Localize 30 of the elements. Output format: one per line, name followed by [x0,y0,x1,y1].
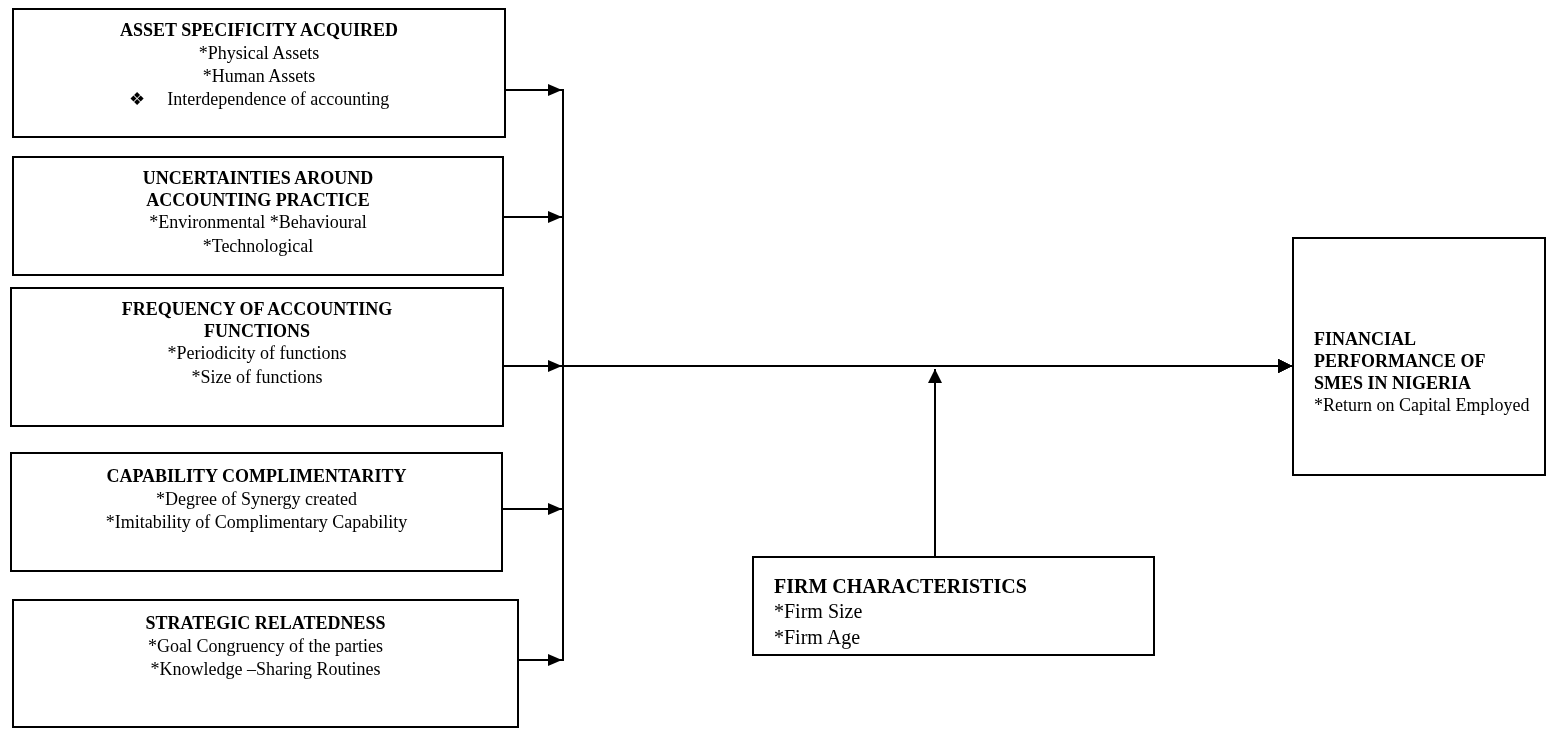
box-item: *Knowledge –Sharing Routines [150,658,381,681]
variable-box [10,287,504,427]
box-heading: UNCERTAINTIES AROUND ACCOUNTING PRACTICE [141,168,375,212]
variable-box [752,556,1155,656]
box-item: *Physical Assets [198,41,320,65]
box-item: *Size of functions [191,365,323,389]
box-heading: ASSET SPECIFICITY ACQUIRED [119,20,399,42]
box-item: *Degree of Synergy created [155,487,358,511]
arrow [928,368,942,557]
box-item: *Technological [202,234,314,258]
variable-box [12,156,504,276]
box-item: *Human Assets [202,65,316,88]
variable-box [10,452,503,572]
box-item: *Imitability of Complimentary Capability [105,511,408,534]
box-item: *Return on Capital Employed [1314,394,1530,418]
box-heading: FIRM CHARACTERISTICS [774,574,1027,598]
box-heading: FINANCIAL PERFORMANCE OF SMES IN NIGERIA [1314,329,1486,395]
box-item: *Environmental *Behavioural [149,211,367,235]
variable-box [1292,237,1546,476]
box-heading: FREQUENCY OF ACCOUNTING FUNCTIONS [120,299,394,343]
box-heading: STRATEGIC RELATEDNESS [145,613,386,635]
box-item: *Firm Size [774,599,863,624]
box-item: *Firm Age [774,625,861,650]
arrow [518,359,1293,666]
box-heading: CAPABILITY COMPLIMENTARITY [106,466,407,488]
variable-box [12,599,519,728]
box-item: *Periodicity of functions [167,342,347,366]
box-item: ❖ Interdependence of accounting [128,88,390,112]
variable-box [12,8,506,138]
box-item: *Goal Congruency of the parties [148,634,383,658]
